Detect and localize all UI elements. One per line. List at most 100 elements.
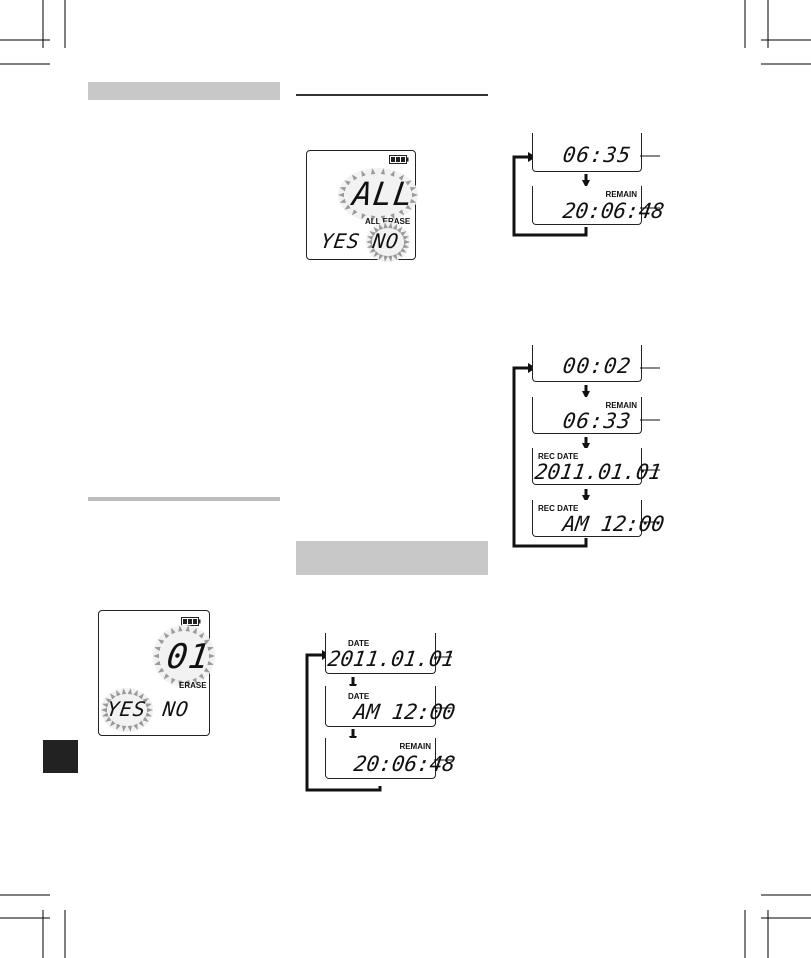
blink-ray	[351, 209, 358, 216]
blink-highlight-yes	[101, 688, 153, 732]
blink-ray	[145, 712, 152, 717]
blink-ray	[370, 168, 376, 175]
right-a-callout-lines	[640, 155, 660, 209]
blink-ray	[178, 625, 183, 632]
blink-ray	[378, 223, 384, 231]
blink-ray	[344, 204, 351, 210]
elapsed-value: 06:35	[561, 143, 633, 167]
blink-ray	[127, 725, 133, 732]
right-cycle-b-loop-arrow	[512, 363, 590, 548]
blink-ray	[339, 198, 346, 204]
blink-ray	[192, 677, 197, 685]
rec-date-label: REC DATE	[538, 452, 579, 461]
blink-ray	[209, 653, 215, 659]
blink-ray	[410, 198, 417, 204]
blink-ray	[380, 168, 386, 175]
right-b-callout-lines	[640, 367, 660, 523]
blink-ray	[392, 223, 398, 231]
rec-date-label: REC DATE	[538, 504, 579, 513]
blink-ray	[366, 243, 374, 249]
blink-ray	[101, 707, 107, 713]
no-option[interactable]: NO	[371, 229, 401, 253]
blink-ray	[171, 627, 176, 635]
blink-ray	[400, 231, 407, 237]
blink-ray	[369, 247, 376, 253]
blink-ray	[207, 646, 214, 652]
middle-section-heading-bar	[296, 541, 488, 575]
blink-ray	[203, 639, 211, 645]
blink-ray	[390, 170, 395, 177]
cycle-a-screen-elapsed: 06:35	[532, 133, 642, 172]
erase-file-display: 01 ERASE YES NO	[98, 610, 215, 736]
remain-value: 06:33	[561, 409, 633, 433]
blink-ray	[339, 186, 346, 192]
date-label: DATE	[348, 692, 370, 701]
blink-ray	[121, 688, 127, 695]
blink-ray	[398, 209, 405, 216]
blink-ray	[402, 235, 410, 241]
blink-ray	[154, 646, 161, 652]
blink-ray	[361, 213, 366, 220]
blink-ray	[366, 239, 372, 245]
blink-ray	[102, 712, 109, 717]
elapsed-value: 00:02	[561, 354, 633, 378]
middle-callout-lines	[434, 656, 452, 761]
all-value: ALL	[350, 175, 417, 213]
middle-section-rule	[296, 94, 488, 96]
blink-ray	[405, 204, 412, 210]
blink-ray	[378, 253, 384, 261]
blink-ray	[388, 255, 393, 262]
blink-ray	[116, 723, 121, 731]
file-number-value: 01	[164, 637, 213, 677]
blink-ray	[157, 667, 165, 673]
cycle-screen-date: DATE 2011.01.01	[325, 633, 456, 674]
blink-ray	[198, 673, 205, 680]
all-erase-label: ALL ERASE	[365, 217, 411, 226]
blink-ray	[185, 680, 190, 687]
remain-label: REMAIN	[605, 401, 637, 410]
blink-ray	[396, 226, 403, 233]
blink-ray	[412, 192, 418, 198]
all-erase-display: ALL ALL ERASE YES NO	[306, 150, 418, 262]
no-option[interactable]: NO	[161, 697, 191, 721]
blink-ray	[369, 231, 376, 237]
blink-ray	[192, 627, 197, 635]
blink-ray	[133, 689, 138, 697]
blink-ray	[203, 667, 211, 673]
blink-ray	[383, 255, 388, 262]
blink-ray	[390, 213, 395, 220]
blink-ray	[178, 680, 183, 687]
cycle-b-screen-elapsed: 00:02	[532, 345, 642, 382]
erase-label: ERASE	[179, 681, 207, 690]
yes-option[interactable]: YES	[319, 229, 362, 253]
blink-ray	[351, 174, 358, 181]
blink-highlight-value	[153, 625, 215, 687]
left-section-rule	[88, 497, 280, 501]
yes-option[interactable]: YES	[105, 697, 148, 721]
blink-ray	[388, 222, 393, 229]
blink-ray	[116, 689, 121, 697]
left-section-heading-bar	[88, 82, 280, 100]
blink-ray	[405, 180, 412, 186]
blink-ray	[392, 253, 398, 261]
right-cycle-a-loop-arrow	[512, 152, 590, 237]
blink-ray	[133, 723, 138, 731]
blink-ray	[207, 660, 214, 666]
cycle-screen-remain: REMAIN 20:06:48	[325, 738, 457, 779]
blink-ray	[105, 698, 112, 704]
blink-ray	[142, 716, 149, 722]
remain-label: REMAIN	[399, 742, 431, 751]
remain-label: REMAIN	[605, 190, 637, 199]
blink-ray	[410, 186, 417, 192]
blink-ray	[142, 698, 149, 704]
blink-ray	[344, 180, 351, 186]
cycle-b-screen-rec-date: REC DATE 2011.01.01	[532, 448, 663, 485]
cycle-a-screen-remain: REMAIN 20:06:48	[532, 186, 666, 225]
blink-ray	[373, 226, 380, 233]
blink-ray	[398, 174, 405, 181]
blink-ray	[153, 653, 159, 659]
blink-ray	[163, 632, 170, 639]
blink-ray	[185, 625, 190, 632]
blink-ray	[361, 170, 366, 177]
